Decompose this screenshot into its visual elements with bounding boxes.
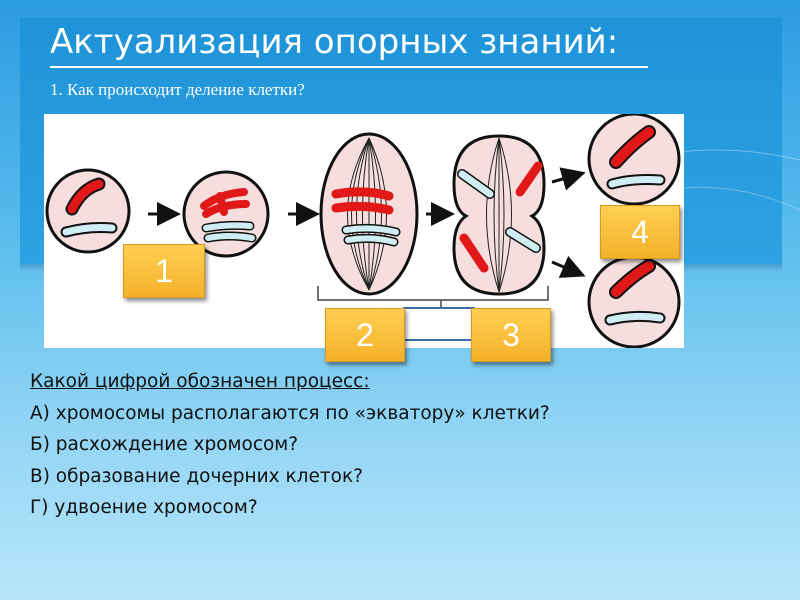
mitosis-illustration xyxy=(45,114,681,348)
label-tag-4: 4 xyxy=(600,205,680,259)
cell-prophase xyxy=(182,170,270,258)
question-list: Какой цифрой обозначен процесс: А) хромо… xyxy=(30,366,550,524)
option-d: Г) удвоение хромосом? xyxy=(30,497,258,518)
label-tag-1: 1 xyxy=(123,244,205,298)
label-tag-2: 2 xyxy=(325,308,405,362)
daughter-cell-bottom xyxy=(587,255,681,348)
option-a: А) хромосомы располагаются по «экватору»… xyxy=(30,402,550,424)
option-c: В) образование дочерних клеток? xyxy=(30,465,363,487)
slide-question: 1. Как происходит деление клетки? xyxy=(50,80,305,99)
slide-title: Актуализация опорных знаний: xyxy=(50,22,619,62)
option-b: Б) расхождение хромосом? xyxy=(30,434,299,455)
title-underline xyxy=(50,66,648,68)
question-prompt: Какой цифрой обозначен процесс: xyxy=(30,371,370,392)
cell-metaphase xyxy=(319,132,419,296)
cell-division-diagram xyxy=(44,114,684,348)
cell-interphase xyxy=(45,168,131,254)
answer-blank-box xyxy=(403,307,475,341)
label-tag-3: 3 xyxy=(471,308,551,362)
cell-anaphase xyxy=(452,134,546,296)
daughter-cell-top xyxy=(587,114,681,206)
